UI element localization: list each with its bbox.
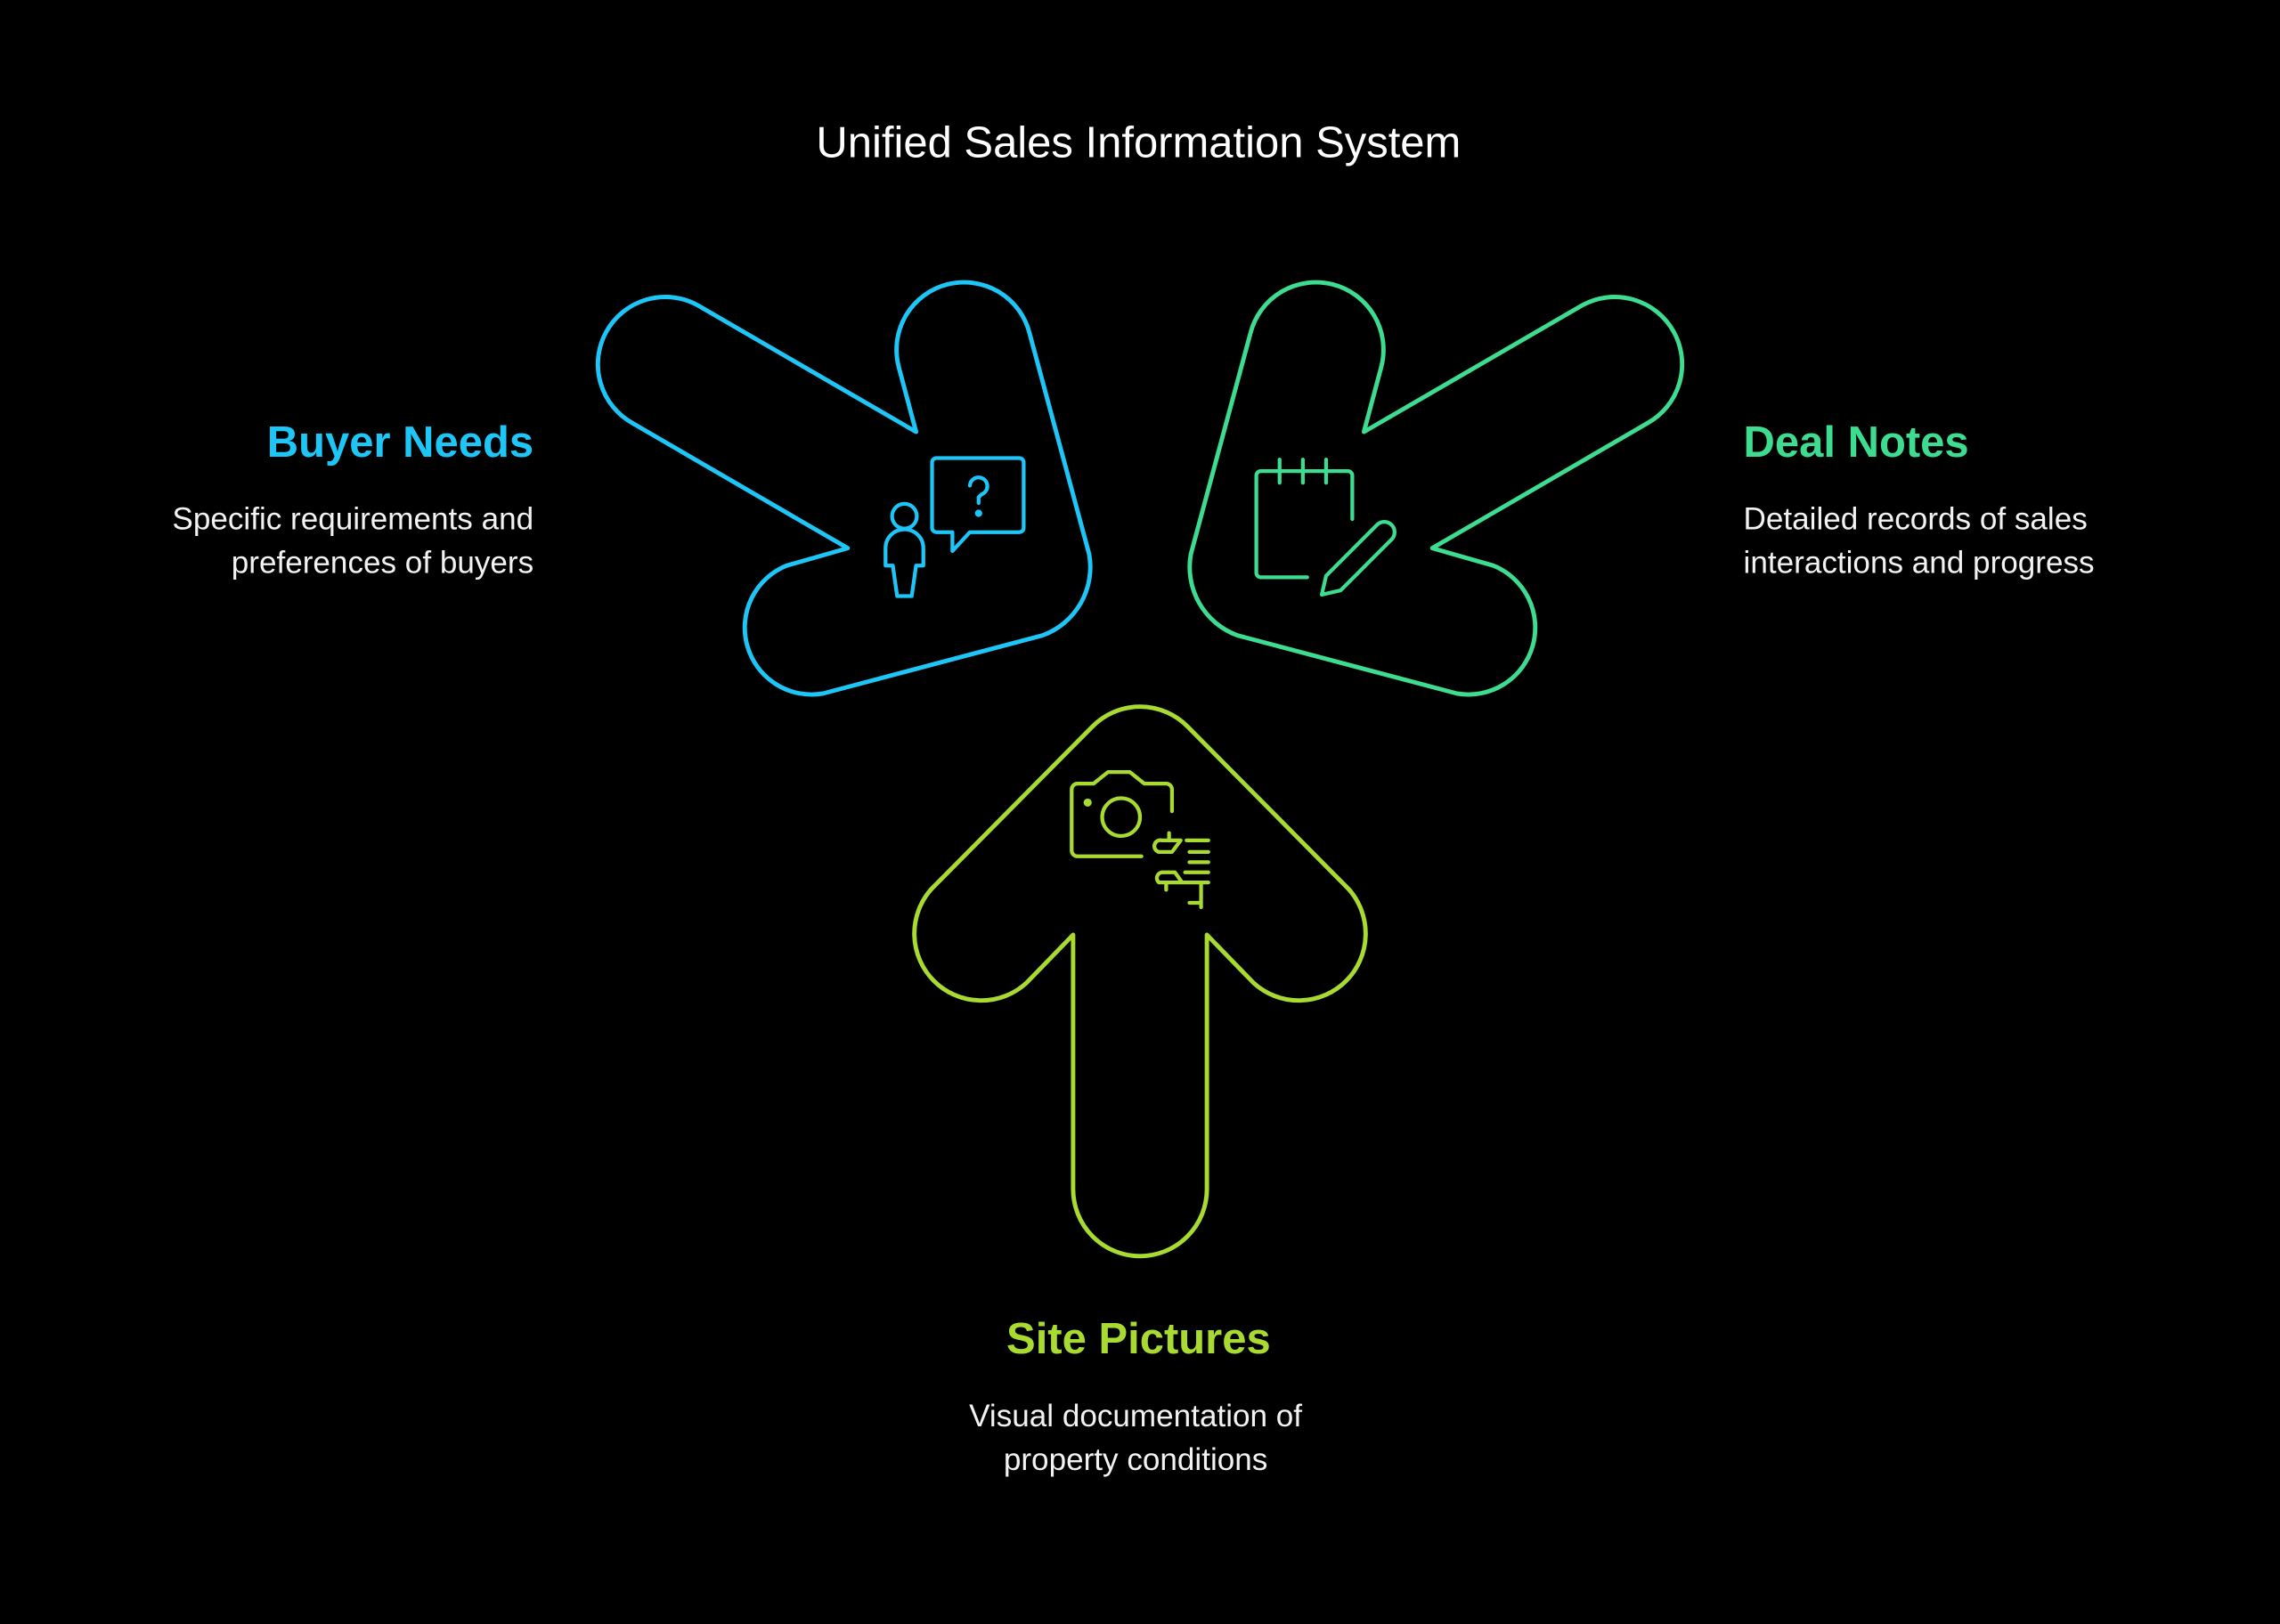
- site-pictures-arrow: [912, 704, 1368, 1259]
- buyer-needs-heading: Buyer Needs: [267, 418, 533, 467]
- deal-notes-arrow: [1187, 280, 1685, 697]
- person-question-icon: [884, 456, 1026, 598]
- deal-notes-heading: Deal Notes: [1744, 418, 1969, 467]
- notepad-pencil-icon: [1254, 457, 1396, 597]
- site-pictures-desc-line-2: property conditions: [1004, 1442, 1268, 1477]
- site-pictures-heading: Site Pictures: [1006, 1315, 1271, 1363]
- deal-notes-label: Deal Notes Detailed records of sales int…: [1744, 418, 2095, 581]
- buyer-needs-desc-line-1: Specific requirements and: [172, 501, 533, 536]
- buyer-needs-desc-line-2: preferences of buyers: [232, 545, 533, 580]
- diagram-title: Unified Sales Information System: [816, 118, 1461, 166]
- buyer-needs-label: Buyer Needs Specific requirements and pr…: [172, 418, 533, 581]
- deal-notes-desc-line-1: Detailed records of sales: [1744, 501, 2088, 536]
- site-pictures-desc-line-1: Visual documentation of: [969, 1399, 1302, 1433]
- buyer-needs-arrow: [595, 280, 1093, 697]
- camera-notes-icon: [1070, 769, 1210, 910]
- site-pictures-label: Site Pictures Visual documentation of pr…: [969, 1315, 1302, 1477]
- deal-notes-desc-line-2: interactions and progress: [1744, 545, 2095, 580]
